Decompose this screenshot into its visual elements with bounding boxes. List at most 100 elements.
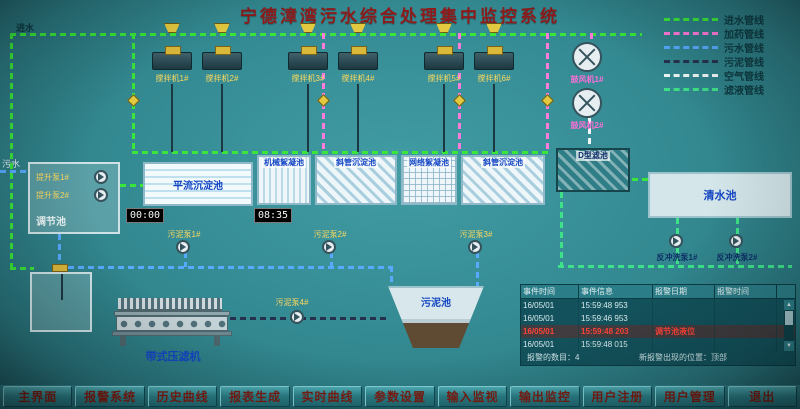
menu-realtime-curve-button[interactable]: 实时曲线 <box>292 386 363 407</box>
pipe-distribution <box>132 151 552 154</box>
solution-tank-mixer-icon[interactable] <box>52 264 68 272</box>
backwash-pump-1-icon[interactable] <box>669 234 683 248</box>
mixer-3-icon[interactable] <box>288 46 328 70</box>
legend-item: 空气管线 <box>664 68 792 83</box>
tank-clear-water: 清水池 <box>648 172 792 218</box>
backwash-pump-2-icon[interactable] <box>729 234 743 248</box>
mixer-shaft <box>443 84 445 152</box>
valve-icon[interactable] <box>127 94 140 107</box>
pipe-sludge-drop-3 <box>476 252 479 288</box>
lift-pump-2-icon[interactable] <box>94 188 108 202</box>
bottom-menu-bar: 主界面 报警系统 历史曲线 报表生成 实时曲线 参数设置 输入监视 输出监控 用… <box>0 385 800 409</box>
blower-2-label: 鼓风机2# <box>570 121 604 130</box>
menu-main-button[interactable]: 主界面 <box>3 386 73 407</box>
sludge-pump-2-label: 污泥泵2# <box>313 230 347 239</box>
belt-press-comb <box>118 298 222 311</box>
solution-tank-shaft <box>61 274 63 300</box>
menu-history-curve-button[interactable]: 历史曲线 <box>147 386 218 407</box>
page-title: 宁德漳湾污水综合处理集中监控系统 <box>240 7 560 26</box>
tank-d-filter: D型滤池 <box>556 148 630 192</box>
sludge-pump-3-label: 污泥泵3# <box>459 230 493 239</box>
inlet-label: 进水 <box>16 23 35 33</box>
dosing-hopper-icon[interactable] <box>350 23 366 33</box>
menu-report-button[interactable]: 报表生成 <box>220 386 290 407</box>
tank-inclined-sed-2: 斜管沉淀池 <box>461 155 545 205</box>
menu-user-manage-button[interactable]: 用户管理 <box>655 386 725 407</box>
lift-pump-1-icon[interactable] <box>94 170 108 184</box>
pipe-inlet-top <box>10 33 642 36</box>
dosing-hopper-icon[interactable] <box>300 23 316 33</box>
valve-icon[interactable] <box>541 94 554 107</box>
tank-inclined-sed-1: 斜管沉淀池 <box>315 155 397 205</box>
pipe-sludge-drop-2 <box>330 252 333 267</box>
mixer-shaft <box>493 84 495 152</box>
menu-alarm-button[interactable]: 报警系统 <box>75 386 145 407</box>
belt-press-leg <box>120 336 126 346</box>
pipe-legend: 进水管线 加药管线 污水管线 污泥管线 空气管线 滤液管线 <box>664 12 792 97</box>
belt-press-base <box>112 331 232 336</box>
scroll-up-icon[interactable]: ▲ <box>784 300 794 310</box>
legend-item: 污泥管线 <box>664 54 792 69</box>
pipe-backwash-main <box>558 265 792 268</box>
scroll-down-icon[interactable]: ▼ <box>784 341 794 351</box>
sludge-pump-1-label: 污泥泵1# <box>167 230 201 239</box>
menu-exit-button[interactable]: 退出 <box>727 386 797 407</box>
menu-output-monitor-button[interactable]: 输出监控 <box>510 386 580 407</box>
pipe-sludge-main <box>58 266 392 269</box>
dosing-hopper-icon[interactable] <box>436 23 452 33</box>
belt-press-frame <box>114 311 230 316</box>
mixer-2-icon[interactable] <box>202 46 242 70</box>
pipe-reg-to-sed <box>120 184 146 187</box>
mixer-1-icon[interactable] <box>152 46 192 70</box>
mixer-4-icon[interactable] <box>338 46 378 70</box>
sludge-pump-1-icon[interactable] <box>176 240 190 254</box>
dosing-hopper-icon[interactable] <box>164 23 180 33</box>
blower-1-icon[interactable] <box>572 42 602 72</box>
pipe-inlet-left <box>10 33 13 271</box>
alarm-table-header: 事件时间 事件信息 报警日期 报警时间 <box>521 285 795 299</box>
mixer-3-label: 搅拌机3# <box>291 74 325 83</box>
blower-1-label: 鼓风机1# <box>570 75 604 84</box>
sludge-pump-4-label: 污泥泵4# <box>275 298 309 307</box>
pipe-dosing-3 <box>546 33 549 152</box>
blower-2-icon[interactable] <box>572 88 602 118</box>
pipe-blower-branch <box>590 33 593 45</box>
menu-input-monitor-button[interactable]: 输入监视 <box>437 386 508 407</box>
mixer-6-label: 搅拌机6# <box>477 74 511 83</box>
sludge-pump-4-icon[interactable] <box>290 310 304 324</box>
mixer-5-icon[interactable] <box>424 46 464 70</box>
inlet-line-swatch <box>664 17 718 21</box>
tank-mech-floc-label: 机械絮凝池 <box>262 158 306 168</box>
sludge-pump-2-icon[interactable] <box>322 240 336 254</box>
tank-mech-floc: 机械絮凝池 <box>257 155 311 205</box>
dosing-hopper-icon[interactable] <box>214 23 230 33</box>
mixer-1-label: 搅拌机1# <box>155 74 189 83</box>
sludge-pump-3-icon[interactable] <box>468 240 482 254</box>
solution-tank <box>30 272 92 332</box>
tank-inclined-sed-1-label: 斜管沉淀池 <box>334 158 378 168</box>
mixer-shaft <box>171 84 173 152</box>
alarm-scrollbar[interactable]: ▲ ▼ <box>784 300 794 351</box>
dosing-hopper-icon[interactable] <box>486 23 502 33</box>
pipe-dosing-2 <box>458 33 461 152</box>
pipe-filter-to-clear <box>632 178 652 181</box>
pipe-sludge-tank-in <box>390 266 393 287</box>
scroll-thumb[interactable] <box>785 311 793 325</box>
belt-press-label: 带式压滤机 <box>145 351 201 363</box>
mixer-shaft <box>307 84 309 152</box>
tank-regulating-label: 调节池 <box>36 217 66 228</box>
mixer-6-icon[interactable] <box>474 46 514 70</box>
pipe-press-feed <box>230 317 388 320</box>
legend-item: 污水管线 <box>664 40 792 55</box>
valve-icon[interactable] <box>453 94 466 107</box>
menu-user-register-button[interactable]: 用户注册 <box>582 386 653 407</box>
pipe-sludge-reg-drop <box>58 234 61 267</box>
menu-parameter-button[interactable]: 参数设置 <box>365 386 435 407</box>
tank-sludge-label: 污泥池 <box>421 298 451 309</box>
valve-icon[interactable] <box>317 94 330 107</box>
